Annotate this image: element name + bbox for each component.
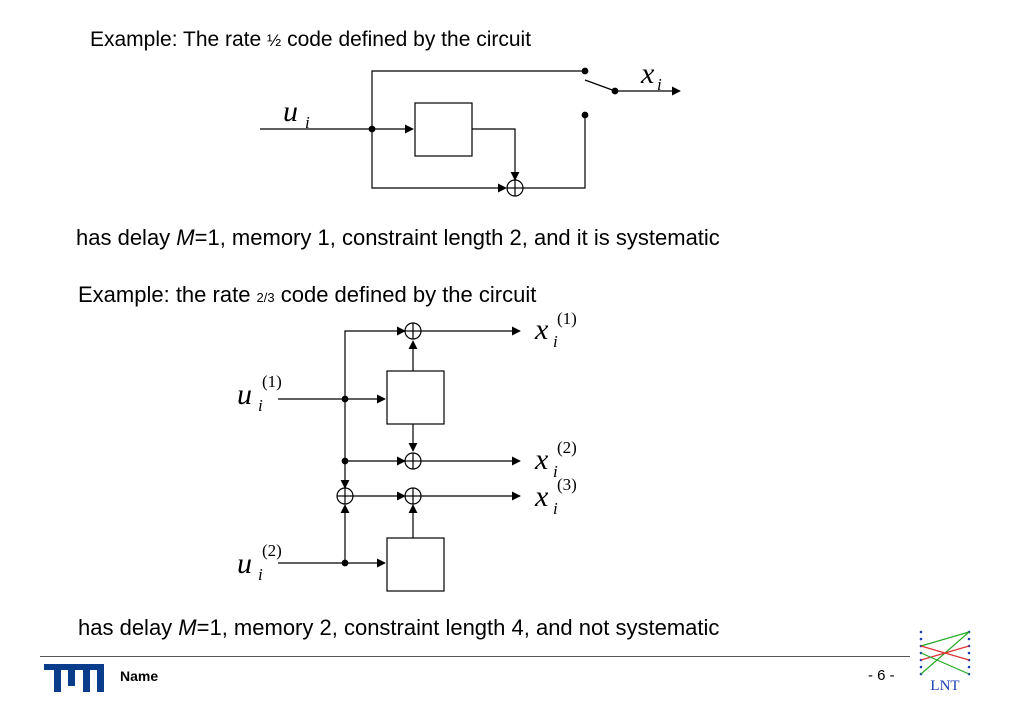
c2-input2-subscript: i <box>258 565 263 584</box>
c1-adder-out-wire <box>523 115 586 189</box>
example2-caption-M: M <box>178 615 197 640</box>
example2-rate: 2/3 <box>256 290 275 305</box>
c2-output3-subscript: i <box>553 499 558 518</box>
c2-input1-superscript: (1) <box>262 372 282 391</box>
c2-output2-subscript: i <box>553 462 558 481</box>
footer-divider <box>40 656 910 657</box>
c2-in1-to-adder1 <box>344 326 406 399</box>
c2-output1-subscript: i <box>553 332 558 351</box>
c1-output-symbol: x <box>640 57 655 90</box>
tum-logo <box>44 664 104 692</box>
c1-systematic-wire <box>371 70 585 129</box>
example2-caption-pre: has delay <box>78 615 179 640</box>
example2-title-post: code defined by the circuit <box>274 282 537 307</box>
c1-input-symbol: u <box>283 95 298 128</box>
c1-register-out-wire <box>472 128 520 181</box>
c2-xor-adder-4 <box>404 487 422 505</box>
circuit-2-labels: u i (1) u i (2) x i (1) x i (2) x i (3) <box>237 309 577 584</box>
circuit-1 <box>260 67 681 197</box>
c2-input2-superscript: (2) <box>262 541 282 560</box>
c1-xor-adder <box>506 179 524 197</box>
c1-switch-contact-bottom <box>581 111 589 119</box>
example2-caption-post: =1, memory 2, constraint length 4, and n… <box>196 615 720 640</box>
example1-title-post: code defined by the circuit <box>281 28 532 51</box>
example1-caption-pre: has delay <box>76 225 177 250</box>
example1-caption: has delay M=1, memory 1, constraint leng… <box>76 227 720 249</box>
c1-output-subscript: i <box>657 75 662 94</box>
c2-input1-symbol: u <box>237 378 252 411</box>
c2-xor-adder-2 <box>404 452 422 470</box>
c1-bottom-wire <box>371 129 507 193</box>
c2-input2-symbol: u <box>237 547 252 580</box>
c2-delay-register-1 <box>386 370 445 425</box>
c2-output2-symbol: x <box>534 443 549 476</box>
example2-caption: has delay M=1, memory 2, constraint leng… <box>78 617 719 639</box>
footer-author-name: Name <box>120 668 159 684</box>
c1-delay-register <box>414 102 473 157</box>
page-number: - 6 - <box>868 667 895 684</box>
c2-output1-symbol: x <box>534 313 549 346</box>
lnt-logo-label: LNT <box>930 678 959 694</box>
c1-input-subscript: i <box>305 113 310 132</box>
lnt-logo: LNT <box>919 630 971 694</box>
example1-rate: ½ <box>267 31 282 50</box>
c2-input1-subscript: i <box>258 396 263 415</box>
circuit-2 <box>278 322 521 592</box>
example2-title: Example: the rate 2/3 code defined by th… <box>78 284 536 306</box>
circuit-1-labels: u i x i <box>283 57 662 132</box>
c2-output2-superscript: (2) <box>557 438 577 457</box>
c2-xor-adder-3 <box>336 487 354 505</box>
example1-caption-post: =1, memory 1, constraint length 2, and i… <box>194 225 720 250</box>
example1-caption-M: M <box>176 225 195 250</box>
c1-switch-contact-top <box>581 67 589 75</box>
c2-delay-register-2 <box>386 537 445 592</box>
c1-switch-arm <box>584 79 616 92</box>
example2-title-pre: Example: the rate <box>78 282 257 307</box>
c2-output3-superscript: (3) <box>557 475 577 494</box>
example1-title-pre: Example: The rate <box>90 28 268 51</box>
example1-title: Example: The rate ½ code defined by the … <box>90 29 531 50</box>
c2-output1-superscript: (1) <box>557 309 577 328</box>
c2-output3-symbol: x <box>534 480 549 513</box>
c2-xor-adder-1 <box>404 322 422 340</box>
